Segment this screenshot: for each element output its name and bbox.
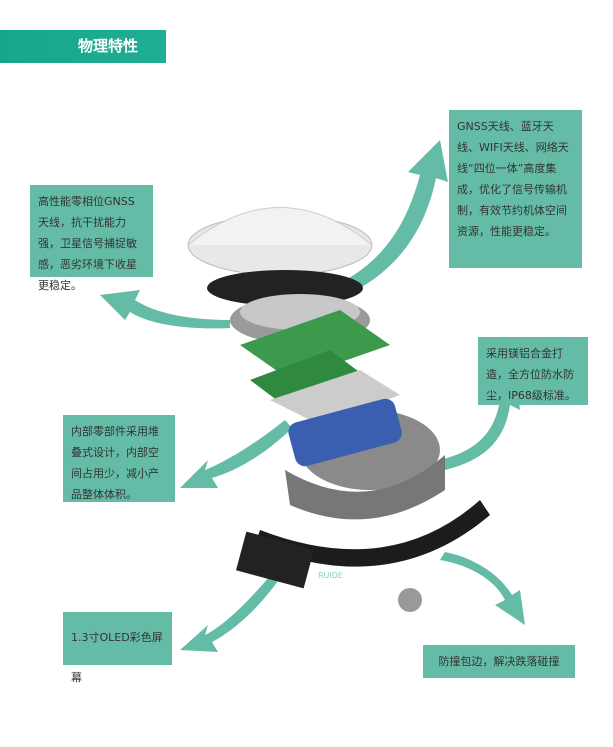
feature-waterproof: 采用镁铝合金打造，全方位防水防尘，IP68级标准。 (478, 337, 588, 405)
arrow-left-top (100, 290, 230, 329)
arrow-top-right (300, 140, 448, 310)
device-parts: RUIDE (187, 207, 490, 612)
brand-label: RUIDE (318, 571, 343, 580)
feature-oled-screen: 1.3寸OLED彩色屏幕 (63, 612, 172, 684)
arrow-bottom-left (180, 570, 282, 652)
feature-antenna-integration: GNSS天线、蓝牙天线、WIFI天线、网络天线“四位一体”高度集成，优化了信号传… (449, 110, 582, 268)
arrow-bottom-right (440, 552, 525, 625)
arrow-left-mid (180, 420, 292, 488)
feature-stacked-design: 内部零部件采用堆叠式设计，内部空间占用少，减小产品整体体积。 (63, 415, 175, 502)
section-title: 物理特性 (0, 30, 166, 63)
feature-gnss-antenna: 高性能零相位GNSS天线，抗干扰能力强，卫星信号捕捉敏感，恶劣环境下收星更稳定。 (30, 185, 153, 292)
feature-bumper: 防撞包边，解决跌落碰撞 (423, 645, 575, 678)
